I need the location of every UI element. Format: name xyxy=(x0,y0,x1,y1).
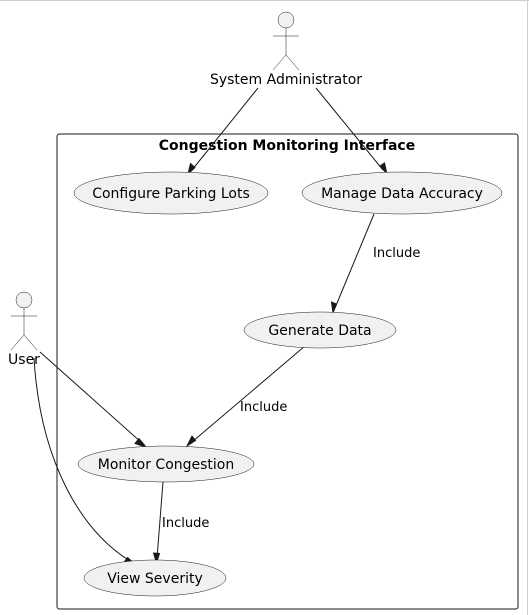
arrowhead xyxy=(134,437,148,448)
usecase-label: View Severity xyxy=(107,571,203,587)
actor-left-leg xyxy=(272,54,287,71)
edge-user-view-severity xyxy=(33,357,131,562)
edge-generate-data-monitor-congestion xyxy=(191,345,306,443)
usecase-manage-data-accuracy[interactable]: Manage Data Accuracy xyxy=(301,171,503,215)
edge-label-include: Include xyxy=(373,246,420,261)
edge-manage-data-accuracy-generate-data xyxy=(334,213,375,309)
actor-label-user: User xyxy=(8,352,40,368)
system-boundary-title: Congestion Monitoring Interface xyxy=(159,138,415,154)
edge-admin-manage-data-accuracy xyxy=(315,87,384,171)
system-boundary-rect xyxy=(56,133,519,610)
actor-right-leg xyxy=(23,334,38,351)
usecase-ellipse xyxy=(243,311,397,349)
system-boundary: Congestion Monitoring Interface xyxy=(56,133,519,610)
edge-monitor-congestion-view-severity xyxy=(156,481,164,559)
actor-label-system-administrator: System Administrator xyxy=(210,72,362,88)
usecase-label: Generate Data xyxy=(268,323,371,339)
arrowhead xyxy=(152,552,161,565)
usecase-ellipse xyxy=(73,171,269,215)
actor-left-leg xyxy=(10,334,25,351)
usecase-ellipse xyxy=(83,559,227,597)
usecase-label: Configure Parking Lots xyxy=(92,186,250,202)
usecase-configure-parking-lots[interactable]: Configure Parking Lots xyxy=(73,171,269,215)
actor-system-administrator[interactable]: System Administrator xyxy=(210,11,362,88)
usecase-view-severity[interactable]: View Severity xyxy=(83,559,227,597)
usecase-label: Manage Data Accuracy xyxy=(321,186,483,202)
edges: Include Include Include xyxy=(33,87,420,565)
edge-user-monitor-congestion xyxy=(39,351,143,444)
arrowhead xyxy=(185,435,197,448)
actor-head xyxy=(277,11,295,29)
edge-label-include: Include xyxy=(240,400,287,415)
edge-label-include: Include xyxy=(162,516,209,531)
arrowhead xyxy=(187,162,196,176)
usecase-monitor-congestion[interactable]: Monitor Congestion xyxy=(77,445,255,483)
usecase-ellipse xyxy=(77,445,255,483)
actor-user[interactable]: User xyxy=(8,291,40,368)
arrowhead xyxy=(330,301,338,315)
actor-head xyxy=(15,291,33,309)
actor-right-leg xyxy=(285,54,300,71)
arrowhead xyxy=(379,162,388,175)
usecase-label: Monitor Congestion xyxy=(98,457,235,473)
usecase-generate-data[interactable]: Generate Data xyxy=(243,311,397,349)
usecase-ellipse xyxy=(301,171,503,215)
edge-admin-configure-parking-lots xyxy=(191,87,259,171)
